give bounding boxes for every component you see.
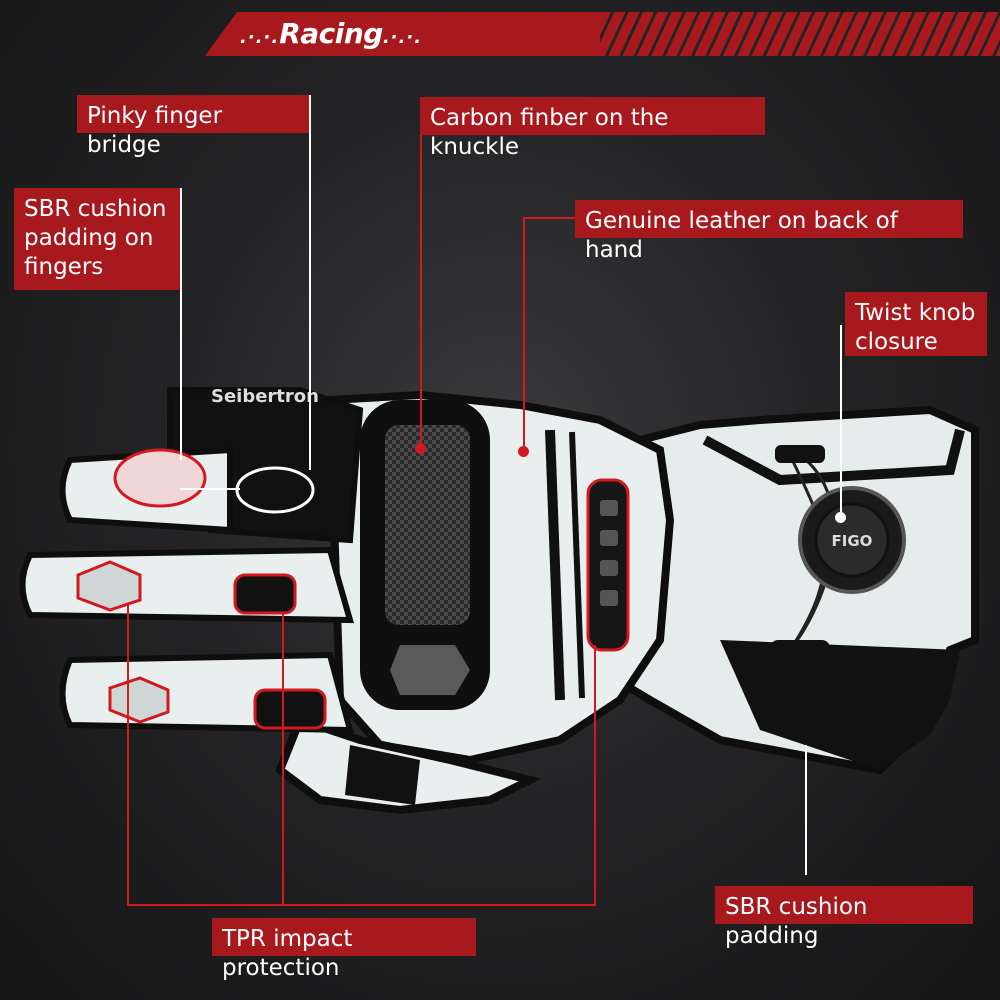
leader-line-tpr-2 [282, 612, 284, 905]
banner-title: .·.·.Racing.·.·. [240, 14, 422, 54]
callout-pinky-bridge: Pinky finger bridge [77, 95, 309, 158]
callout-carbon-knuckle: Carbon finber on the knuckle [420, 97, 765, 160]
callout-genuine-leather: Genuine leather on back of hand [575, 200, 963, 263]
leader-line-pinky [309, 95, 311, 470]
callout-tpr-protection: TPR impact protection [212, 918, 476, 981]
knob-logo: FIGO [832, 532, 873, 550]
callout-sbr-fingers: SBR cushion padding on fingers [14, 188, 180, 290]
twist-knob-marker [835, 512, 846, 523]
dots-left-decoration: .·.·. [240, 27, 280, 48]
callout-twist-knob: Twist knob closure [845, 292, 987, 356]
leader-line-tpr-3 [594, 645, 596, 905]
glove-brand-mark: Seibertron [211, 386, 319, 407]
header-stripes [600, 12, 1000, 56]
leader-line-sbr-fingers-h [180, 488, 240, 490]
leader-line-tpr-h [127, 904, 596, 906]
leader-line-leather [523, 217, 525, 447]
leader-line-tpr-1 [127, 605, 129, 905]
carbon-knuckle [360, 400, 490, 710]
banner-title-text: Racing [279, 17, 383, 50]
callout-sbr-cushion: SBR cushion padding [715, 886, 973, 949]
genuine-leather-marker [518, 446, 529, 457]
leader-line-leather-h [523, 217, 575, 219]
leader-line-sbr-fingers [180, 188, 182, 460]
glove-fingers: Seibertron [19, 386, 364, 734]
leader-line-carbon [420, 130, 422, 445]
leader-line-sbr-cushion [805, 745, 807, 875]
dots-right-decoration: .·.·. [382, 27, 423, 48]
carbon-knuckle-marker [415, 443, 426, 454]
leader-line-twist-knob [840, 325, 842, 515]
twist-knob: FIGO [798, 486, 906, 594]
